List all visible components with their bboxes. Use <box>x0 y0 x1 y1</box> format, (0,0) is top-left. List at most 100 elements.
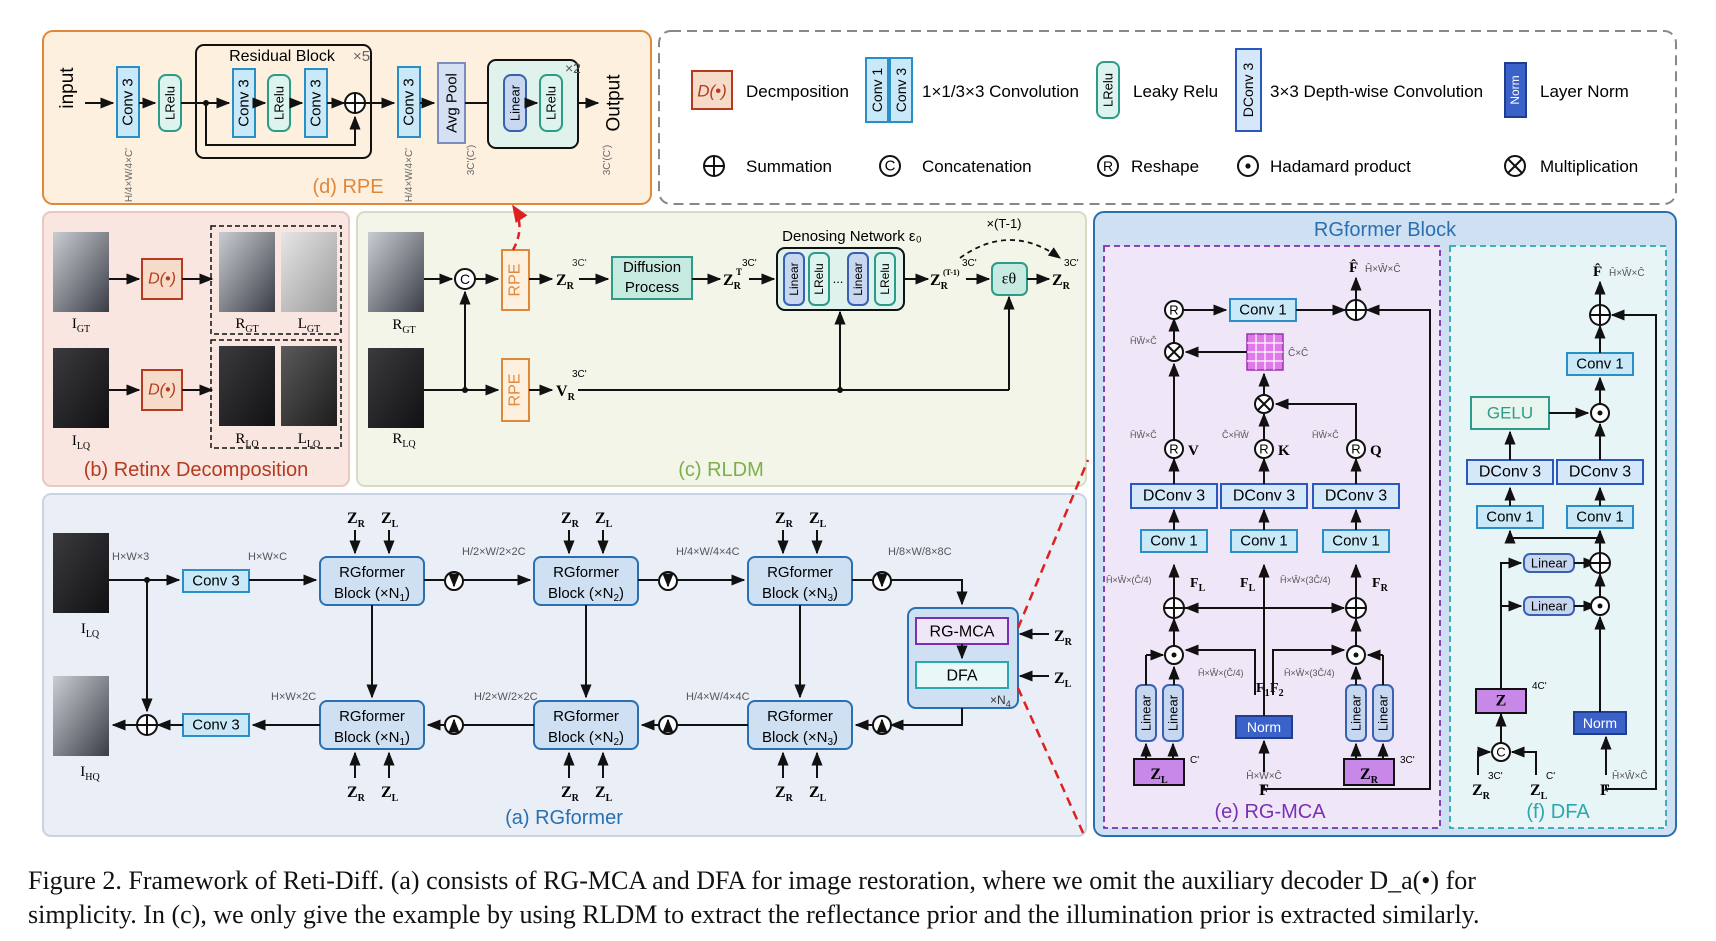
multiply-icon <box>1504 155 1526 177</box>
svg-text:LRelu: LRelu <box>1101 73 1116 107</box>
svg-text:...: ... <box>833 271 844 286</box>
svg-text:Residual Block: Residual Block <box>229 48 336 65</box>
svg-text:3C': 3C' <box>962 258 977 269</box>
img-ilq <box>53 348 109 428</box>
svg-text:3C': 3C' <box>1400 755 1415 766</box>
svg-text:R: R <box>1103 158 1113 174</box>
svg-text:Linear: Linear <box>851 262 865 295</box>
z-r-box <box>1343 758 1395 786</box>
svg-text:D(•): D(•) <box>148 271 176 288</box>
hadamard-icon <box>1237 155 1259 177</box>
svg-text:R: R <box>1259 442 1268 457</box>
svg-text:K: K <box>1278 443 1290 459</box>
svg-text:RGformer: RGformer <box>553 564 619 581</box>
svg-text:H/4×W/4×C': H/4×W/4×C' <box>404 148 415 202</box>
svg-text:(e) RG-MCA: (e) RG-MCA <box>1214 801 1326 823</box>
avg-pool <box>437 62 466 144</box>
svg-text:H/4×W/4×4C: H/4×W/4×4C <box>686 691 750 703</box>
svg-text:Norm: Norm <box>1508 75 1522 104</box>
svg-text:Conv 1: Conv 1 <box>1576 509 1624 526</box>
svg-text:DFA: DFA <box>946 668 977 685</box>
rldm-panel: RGT RLQ C RPE RPE ZR 3C' Diffusion Proce… <box>356 204 1087 487</box>
svg-text:3C': 3C' <box>572 258 587 269</box>
svg-text:Ĉ×ĤŴ: Ĉ×ĤŴ <box>1222 430 1249 440</box>
svg-text:Block (×N1): Block (×N1) <box>334 729 410 748</box>
svg-text:Q: Q <box>1370 443 1382 459</box>
svg-text:LRelu: LRelu <box>163 86 178 120</box>
svg-text:Conv 3: Conv 3 <box>236 79 253 127</box>
svg-text:Norm: Norm <box>1247 719 1281 735</box>
svg-text:Linear: Linear <box>508 84 523 121</box>
rgformer-block-dec-3: RGformer Block (×N3) <box>747 700 853 750</box>
svg-text:Conv 1: Conv 1 <box>1240 533 1288 550</box>
svg-text:(T-1): (T-1) <box>943 268 960 277</box>
svg-text:Block (×N3): Block (×N3) <box>762 729 838 748</box>
rpe-title: (d) RPE <box>312 176 383 198</box>
retinex-title: (b) Retinx Decomposition <box>84 459 309 481</box>
retinex-panel: IGT D(•) RGT LGT ILQ D(•) RLQ LLQ (b) Re… <box>42 211 350 487</box>
svg-text:Linear: Linear <box>1166 694 1181 731</box>
rgformer-block-enc-2: RGformer Block (×N2) <box>533 556 639 606</box>
svg-text:Ĥ×Ŵ×(Ĉ/4): Ĥ×Ŵ×(Ĉ/4) <box>1106 575 1152 585</box>
rgformer-block-enc-3: RGformer Block (×N3) <box>747 556 853 606</box>
svg-text:H×W×2C: H×W×2C <box>271 691 316 703</box>
svg-text:D(•): D(•) <box>148 382 176 399</box>
svg-text:GELU: GELU <box>1487 404 1533 423</box>
reshape-icon <box>1097 155 1119 177</box>
svg-text:Process: Process <box>625 279 679 296</box>
svg-text:Hadamard product: Hadamard product <box>1270 157 1411 176</box>
svg-text:C: C <box>1496 745 1505 760</box>
rgformer-block-title: RGformer Block <box>1314 219 1457 241</box>
svg-text:Conv 3: Conv 3 <box>120 78 137 126</box>
svg-text:RGformer: RGformer <box>339 708 405 725</box>
svg-text:F: F <box>1600 782 1610 799</box>
svg-text:LRelu: LRelu <box>878 263 892 294</box>
figure-caption: Figure 2. Framework of Reti-Diff. (a) co… <box>28 864 1698 932</box>
svg-text:×N4: ×N4 <box>990 693 1011 709</box>
latent-block: RG-MCA DFA ×N4 <box>907 607 1019 709</box>
gelu-box <box>1470 396 1550 430</box>
svg-text:RGformer: RGformer <box>767 564 833 581</box>
svg-text:3C': 3C' <box>572 369 587 380</box>
svg-text:Avg Pool: Avg Pool <box>444 73 461 133</box>
svg-text:Conv 3: Conv 3 <box>893 68 909 113</box>
svg-text:F̂: F̂ <box>1349 259 1358 276</box>
rpe-input-label: input <box>57 67 78 109</box>
svg-text:F̂: F̂ <box>1593 263 1602 280</box>
svg-text:ĤŴ×Ĉ: ĤŴ×Ĉ <box>1130 336 1157 346</box>
svg-text:LRelu: LRelu <box>272 86 287 120</box>
svg-text:H/4×W/4×4C: H/4×W/4×4C <box>676 546 740 558</box>
svg-text:T: T <box>736 267 742 277</box>
rgformer-block-enc-1: RGformer Block (×N1) <box>319 556 425 606</box>
svg-text:Block (×N3): Block (×N3) <box>762 585 838 604</box>
svg-text:Conv 1: Conv 1 <box>1576 356 1624 373</box>
rpe-panel: input Conv 3 LRelu Residual Block ×5 Con… <box>42 30 652 205</box>
svg-text:Concatenation: Concatenation <box>922 157 1032 176</box>
svg-text:3C': 3C' <box>1488 771 1503 782</box>
svg-text:DConv 3: DConv 3 <box>1233 488 1295 505</box>
svg-text:Conv 1: Conv 1 <box>1332 533 1380 550</box>
svg-text:×5: ×5 <box>353 48 370 65</box>
svg-text:3C'(C'): 3C'(C') <box>602 145 613 175</box>
residual-block <box>195 44 372 159</box>
svg-text:3C': 3C' <box>1064 258 1079 269</box>
svg-text:(f) DFA: (f) DFA <box>1526 801 1590 823</box>
svg-text:H×W×C: H×W×C <box>248 551 287 563</box>
svg-text:Diffusion: Diffusion <box>623 259 681 276</box>
svg-text:RGformer: RGformer <box>767 708 833 725</box>
svg-text:LRelu: LRelu <box>812 263 826 294</box>
svg-text:LRelu: LRelu <box>544 86 559 120</box>
svg-text:Layer Norm: Layer Norm <box>1540 82 1629 101</box>
svg-text:Conv 1: Conv 1 <box>1239 302 1287 319</box>
svg-text:Linear: Linear <box>1139 694 1154 731</box>
svg-text:DConv 3: DConv 3 <box>1479 464 1541 481</box>
svg-text:DConv 3: DConv 3 <box>1240 63 1256 118</box>
img-igt <box>53 232 109 312</box>
svg-text:Linear: Linear <box>1531 556 1568 571</box>
svg-text:Conv 1: Conv 1 <box>869 68 885 113</box>
svg-text:R: R <box>1351 442 1360 457</box>
svg-text:Ĥ×Ŵ×Ĉ: Ĥ×Ŵ×Ĉ <box>1365 262 1401 275</box>
svg-text:Ĥ×Ŵ×(3Ĉ/4): Ĥ×Ŵ×(3Ĉ/4) <box>1284 668 1335 678</box>
svg-text:H/8×W/8×8C: H/8×W/8×8C <box>888 546 952 558</box>
